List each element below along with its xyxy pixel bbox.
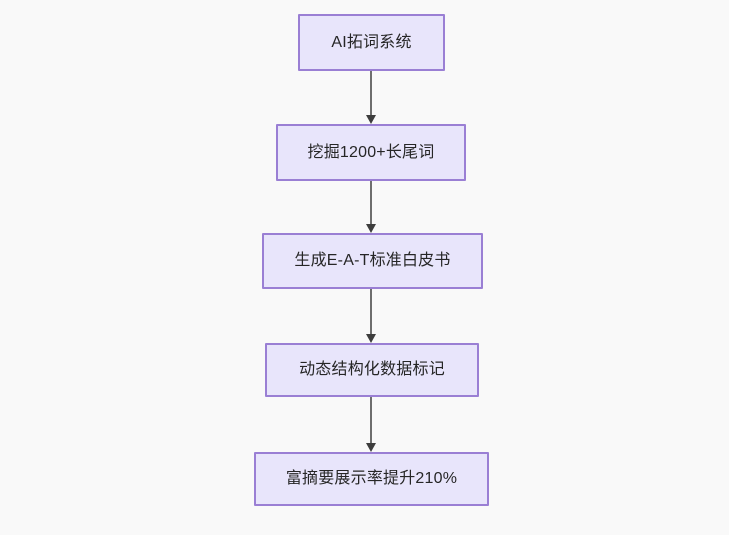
flow-node-label: AI拓词系统 [331, 33, 412, 51]
edge-line [370, 289, 372, 335]
flow-edge-n0-to-n1 [361, 71, 381, 124]
arrow-down-icon [366, 443, 376, 452]
flow-node-dynamic-structured-data-markup[interactable]: 动态结构化数据标记 [265, 343, 479, 397]
edge-line [370, 397, 372, 444]
arrow-down-icon [366, 224, 376, 233]
flow-node-label: 富摘要展示率提升210% [285, 470, 458, 488]
flow-edge-n2-to-n3 [361, 289, 381, 343]
arrow-down-icon [366, 115, 376, 124]
flow-node-label: 动态结构化数据标记 [299, 361, 445, 379]
flow-node-generate-eat-whitepaper[interactable]: 生成E-A-T标准白皮书 [262, 233, 483, 289]
flow-edge-n1-to-n2 [361, 181, 381, 233]
flow-edge-n3-to-n4 [361, 397, 381, 452]
edge-line [370, 71, 372, 116]
flow-node-label: 生成E-A-T标准白皮书 [294, 252, 451, 270]
edge-line [370, 181, 372, 225]
flow-node-rich-snippet-impression-lift[interactable]: 富摘要展示率提升210% [254, 452, 489, 506]
flow-node-mine-longtail-keywords[interactable]: 挖掘1200+长尾词 [276, 124, 466, 181]
flow-node-label: 挖掘1200+长尾词 [307, 143, 435, 161]
flow-node-ai-keyword-system[interactable]: AI拓词系统 [298, 14, 445, 71]
arrow-down-icon [366, 334, 376, 343]
